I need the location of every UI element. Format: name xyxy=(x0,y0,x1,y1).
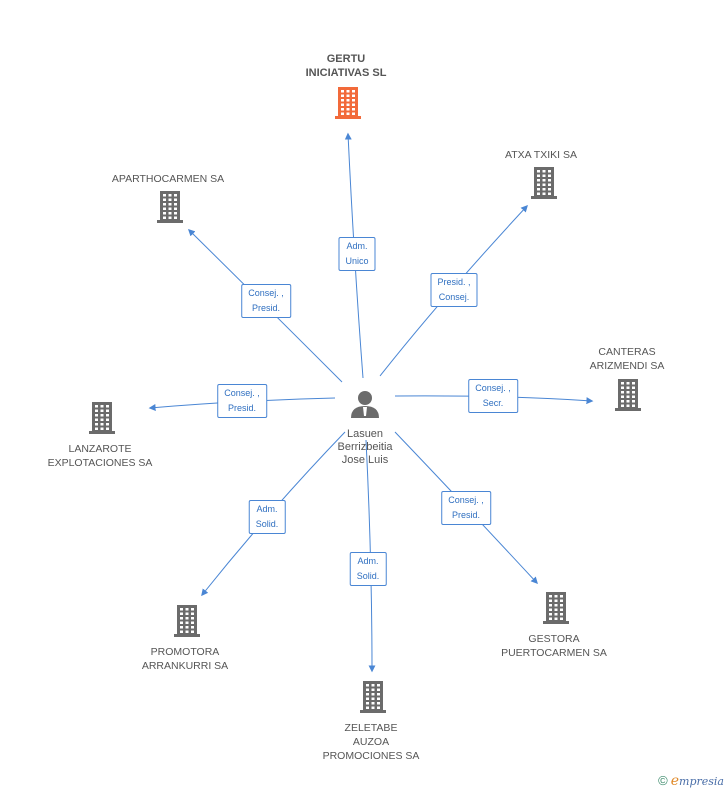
company-name[interactable]: PROMOTORA ARRANKURRI SA xyxy=(141,646,229,672)
company-name[interactable]: LANZAROTE EXPLOTACIONES SA xyxy=(47,443,153,469)
building-icon[interactable] xyxy=(335,87,361,119)
relation-label[interactable]: Adm. Solid. xyxy=(248,500,286,534)
company-name[interactable]: GERTU INICIATIVAS SL xyxy=(305,53,387,79)
person-icon[interactable] xyxy=(351,391,379,418)
building-icon[interactable] xyxy=(174,605,200,637)
building-icon[interactable] xyxy=(543,592,569,624)
company-name[interactable]: APARTHOCARMEN SA xyxy=(111,173,225,185)
building-icon[interactable] xyxy=(157,191,183,223)
relation-label[interactable]: Adm. Solid. xyxy=(349,552,387,586)
relation-label[interactable]: Consej. , Presid. xyxy=(241,284,291,318)
company-name[interactable]: GESTORA PUERTOCARMEN SA xyxy=(501,633,607,659)
company-name[interactable]: ATXA TXIKI SA xyxy=(505,149,577,161)
building-icon[interactable] xyxy=(531,167,557,199)
brand-logo-text: mpresia xyxy=(679,775,724,788)
relation-label[interactable]: Presid. , Consej. xyxy=(430,273,478,307)
empresia-brand[interactable]: ©empresia xyxy=(658,773,724,789)
company-name[interactable]: CANTERAS ARIZMENDI SA xyxy=(589,346,665,372)
copyright-symbol: © xyxy=(658,773,668,788)
relation-label[interactable]: Consej. , Secr. xyxy=(468,379,518,413)
person-name[interactable]: Lasuen Berrizbeitia Jose Luis xyxy=(337,428,393,466)
building-icon[interactable] xyxy=(360,681,386,713)
relation-label[interactable]: Consej. , Presid. xyxy=(217,384,267,418)
company-name[interactable]: ZELETABE AUZOA PROMOCIONES SA xyxy=(322,722,420,762)
building-icon[interactable] xyxy=(89,402,115,434)
relation-label[interactable]: Adm. Unico xyxy=(338,237,376,271)
building-icon[interactable] xyxy=(615,379,641,411)
brand-logo-e: e xyxy=(670,773,680,789)
relation-label[interactable]: Consej. , Presid. xyxy=(441,491,491,525)
